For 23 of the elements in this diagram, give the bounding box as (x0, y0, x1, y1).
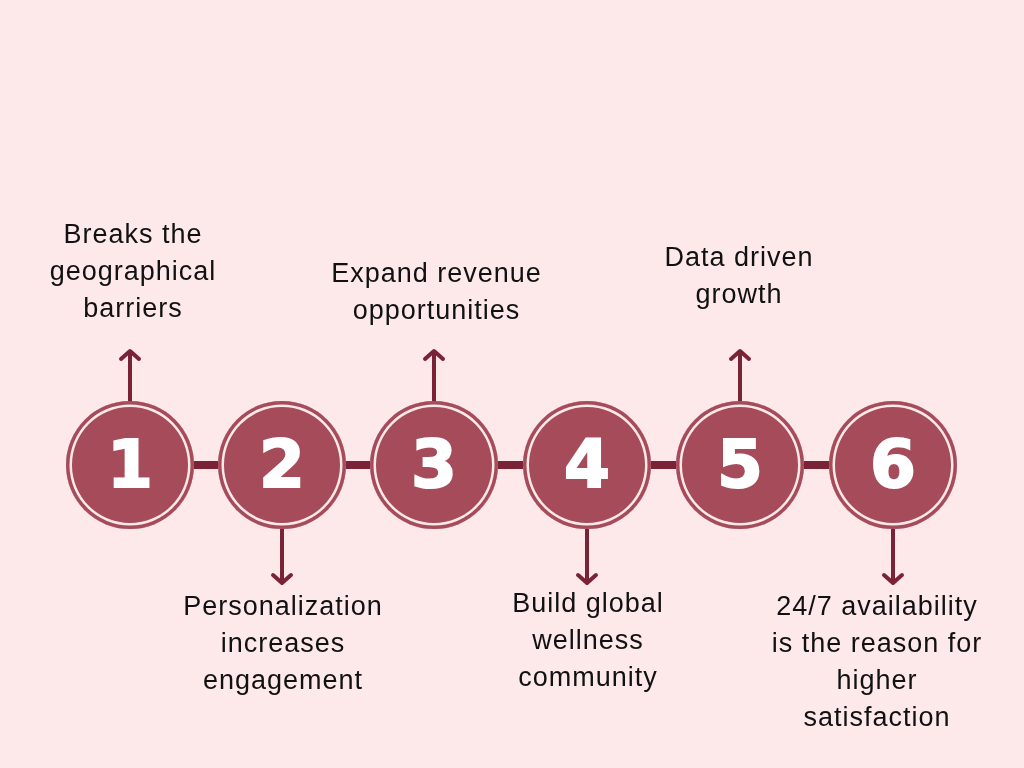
step-number: 3 (411, 432, 457, 498)
caption-text: Breaks the geographical barriers (43, 216, 223, 327)
arrow (729, 349, 751, 401)
connector-line (498, 461, 523, 469)
caption-text: Expand revenue opportunities (324, 255, 549, 329)
caption-text: Data driven growth (649, 239, 829, 313)
connector-line (804, 461, 829, 469)
caption-text: Build global wellness community (498, 585, 678, 696)
caption-text: Personalization increases engagement (173, 588, 393, 699)
connector-line (346, 461, 370, 469)
arrow (882, 529, 904, 585)
step-number: 6 (870, 432, 916, 498)
caption-text: 24/7 availability is the reason for higher satisfaction (766, 588, 988, 736)
connector-line (651, 461, 676, 469)
step-number: 4 (564, 432, 610, 498)
step-number: 5 (717, 432, 763, 498)
arrow (119, 349, 141, 401)
arrow (423, 349, 445, 401)
connector-line (194, 461, 218, 469)
step-number: 1 (107, 432, 153, 498)
arrow (576, 529, 598, 585)
step-number: 2 (259, 432, 305, 498)
arrow (271, 529, 293, 585)
